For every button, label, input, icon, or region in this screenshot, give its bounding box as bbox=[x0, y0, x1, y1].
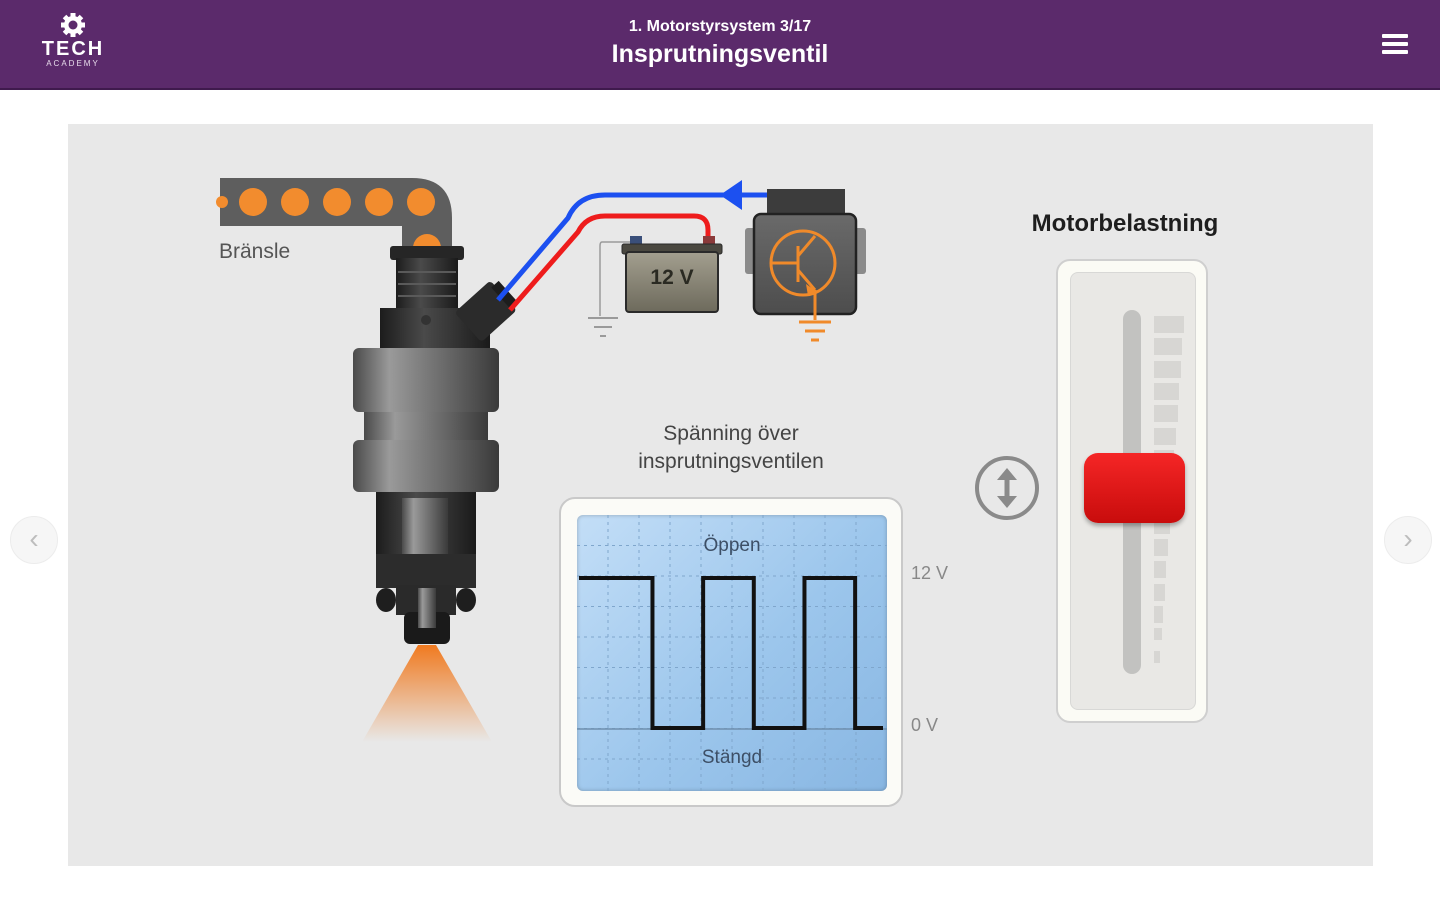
load-tick bbox=[1154, 650, 1160, 663]
load-tick bbox=[1154, 382, 1180, 400]
load-tick bbox=[1154, 360, 1181, 378]
up-down-arrow-icon[interactable] bbox=[975, 456, 1039, 520]
hamburger-line bbox=[1382, 50, 1408, 54]
closed-state-label: Stängd bbox=[701, 747, 763, 768]
gear-icon bbox=[61, 13, 85, 37]
ground-symbol bbox=[799, 320, 831, 342]
transistor-icon bbox=[769, 229, 837, 320]
chevron-left-icon: ‹ bbox=[29, 523, 39, 554]
breadcrumb: 1. Motorstyrsystem 3/17 bbox=[628, 18, 812, 35]
fuel-spray bbox=[362, 645, 492, 742]
load-tick bbox=[1154, 338, 1183, 356]
open-state-label: Öppen bbox=[703, 535, 761, 556]
low-voltage-label: 0 V bbox=[911, 715, 939, 735]
engine-load-slider-handle[interactable] bbox=[1084, 453, 1185, 524]
fuel-droplets bbox=[216, 188, 441, 248]
hamburger-line bbox=[1382, 42, 1408, 46]
fuel-pipe bbox=[216, 178, 452, 252]
load-tick bbox=[1154, 583, 1165, 601]
logo-brand: TECH bbox=[41, 38, 105, 60]
tech-academy-logo[interactable]: TECH ACADEMY bbox=[26, 12, 120, 74]
logo-subtitle: ACADEMY bbox=[46, 59, 100, 68]
fuel-label: Bränsle bbox=[219, 240, 291, 263]
oscilloscope-title: Spänning över insprutningsventilen bbox=[638, 422, 824, 473]
top-bar: TECH ACADEMY 1. Motorstyrsystem 3/17 Ins… bbox=[0, 0, 1440, 90]
load-tick bbox=[1154, 405, 1178, 423]
menu-button[interactable] bbox=[1382, 34, 1408, 56]
load-tick bbox=[1154, 316, 1184, 333]
previous-page-button[interactable]: ‹ bbox=[10, 516, 58, 564]
ecu-control-unit bbox=[745, 189, 866, 342]
battery bbox=[588, 236, 723, 337]
title-block: 1. Motorstyrsystem 3/17 Insprutningsvent… bbox=[420, 16, 1020, 70]
load-tick bbox=[1154, 628, 1162, 641]
load-tick bbox=[1154, 561, 1167, 579]
hamburger-menu-icon bbox=[1382, 34, 1408, 38]
oscilloscope-plot bbox=[577, 515, 887, 791]
positive-wire bbox=[508, 213, 711, 312]
fuel-injector bbox=[353, 246, 518, 644]
signal-wire bbox=[496, 192, 770, 302]
signal-direction-arrow bbox=[720, 180, 742, 210]
load-tick bbox=[1154, 427, 1176, 445]
high-voltage-label: 12 V bbox=[911, 563, 949, 583]
load-tick bbox=[1154, 539, 1168, 556]
load-tick bbox=[1154, 605, 1164, 623]
voltage-signal-line bbox=[579, 576, 883, 730]
oscilloscope-screen bbox=[577, 515, 887, 791]
page-title: Insprutningsventil bbox=[611, 40, 829, 68]
chevron-right-icon: › bbox=[1403, 523, 1413, 554]
engine-load-title: Motorbelastning bbox=[1031, 210, 1219, 237]
next-page-button[interactable]: › bbox=[1384, 516, 1432, 564]
battery-label: 12 V bbox=[650, 266, 694, 289]
